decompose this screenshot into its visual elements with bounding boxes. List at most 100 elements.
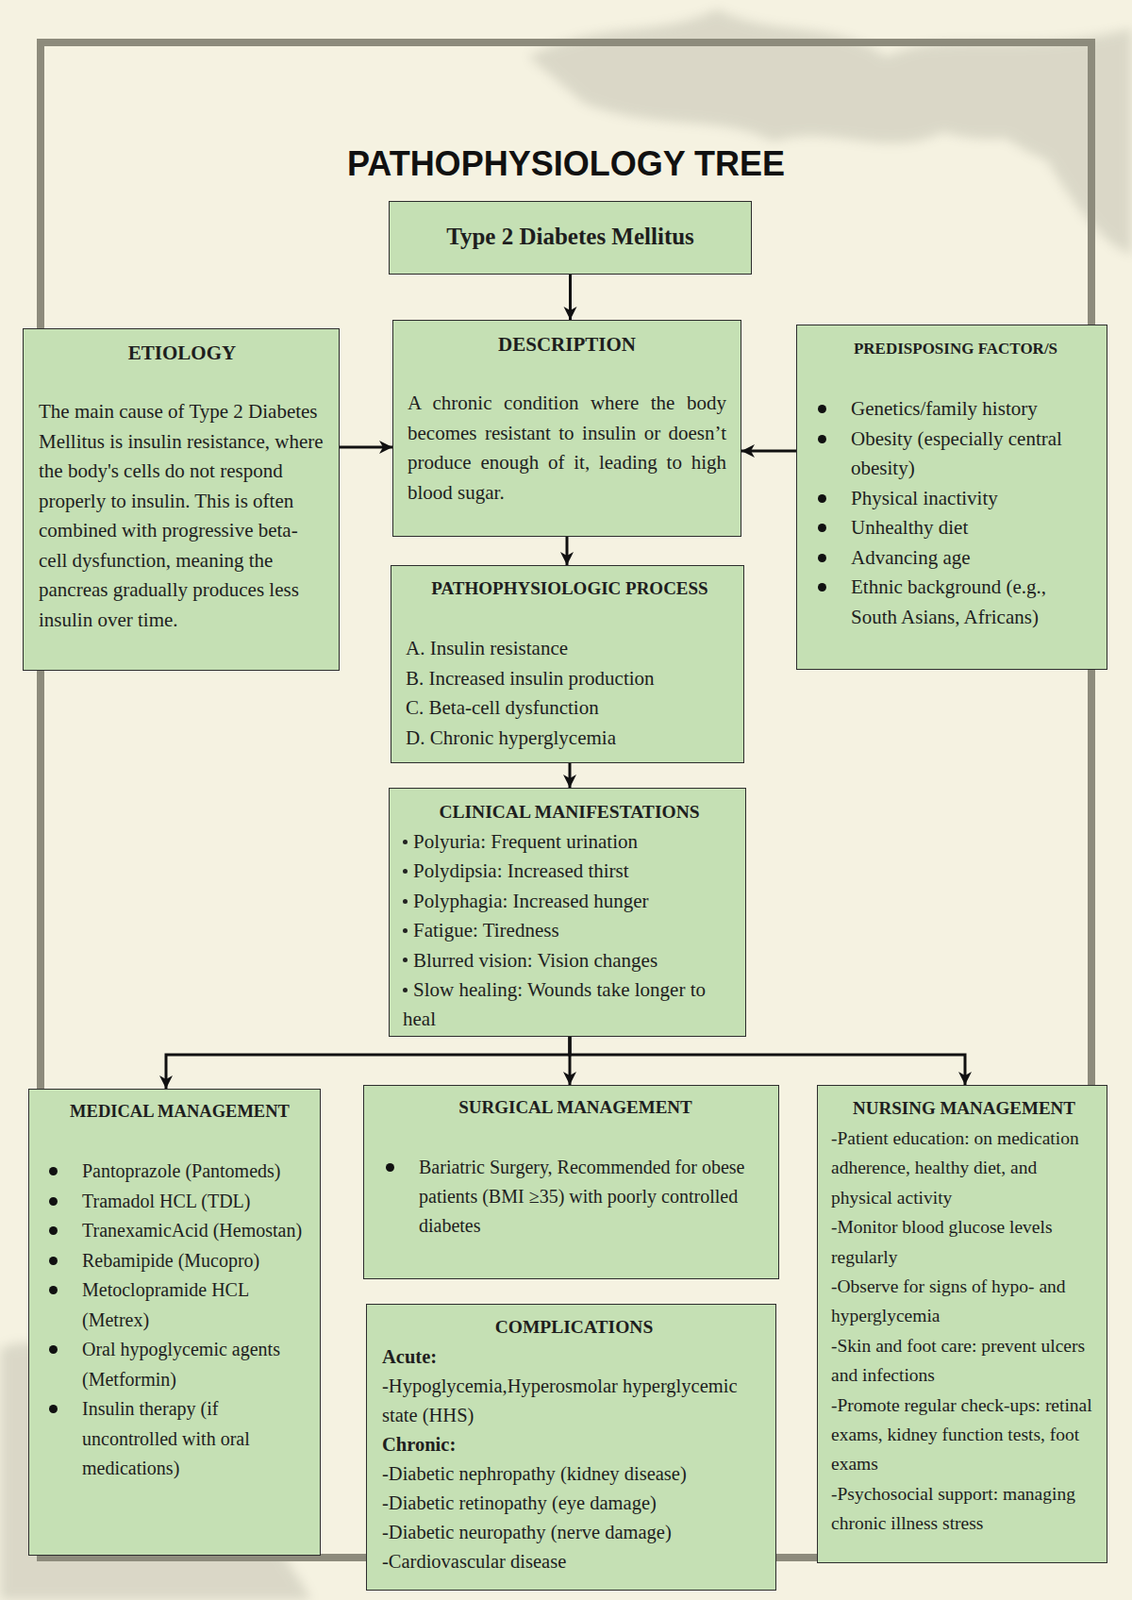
- bullet-dot: [49, 1404, 58, 1414]
- text-block: A chronic condition where the body becom…: [407, 388, 727, 508]
- list-item: Insulin therapy (if uncontrolled with or…: [82, 1394, 311, 1484]
- list-item: D. Chronic hyperglycemia: [405, 723, 734, 754]
- bullet-dot: [817, 434, 827, 444]
- connector-arrow: [166, 1036, 570, 1089]
- bullet-dot: [402, 928, 408, 933]
- list-row: Unhealthy diet: [817, 513, 1094, 544]
- node-body: -Promote regular check-ups: retinal exam…: [831, 1390, 1098, 1480]
- node-body: -Cardiovascular disease: [382, 1547, 766, 1577]
- connector-arrow: [339, 446, 393, 450]
- text-block: -Skin and foot care: prevent ulcers and …: [831, 1331, 1098, 1391]
- list-row: A. Insulin resistance: [405, 633, 734, 665]
- list-row: Polyphagia: Increased hunger: [402, 886, 736, 916]
- node-body: -Hypoglycemia,Hyperosmolar hyperglycemic…: [382, 1371, 766, 1431]
- section-label: Chronic:: [382, 1430, 766, 1460]
- process-box: PREDISPOSING FACTOR/S Genetics/family his…: [796, 324, 1108, 670]
- bullet-dot: [402, 868, 408, 874]
- list-row: D. Chronic hyperglycemia: [405, 723, 734, 754]
- text-block: -Observe for signs of hypo- and hypergly…: [831, 1271, 1098, 1332]
- list-item: A. Insulin resistance: [405, 633, 734, 665]
- list-row: Polyuria: Frequent urination: [402, 827, 736, 857]
- bullet-dot: [49, 1166, 58, 1176]
- node-heading: ETIOLOGY: [38, 338, 326, 367]
- bullet-dot: [49, 1197, 58, 1206]
- list-row: Oral hypoglycemic agents (Metformin): [49, 1334, 311, 1395]
- list-row: Chronic:: [382, 1430, 766, 1460]
- list-item: Ethnic background (e.g., South Asians, A…: [850, 572, 1094, 633]
- node-body: -Diabetic neuropathy (nerve damage): [382, 1517, 766, 1548]
- list-row: Bariatric Surgery, Recommended for obese…: [385, 1152, 766, 1241]
- list-item: Metoclopramide HCL (Metrex): [82, 1275, 311, 1335]
- node-body: -Observe for signs of hypo- and hypergly…: [831, 1271, 1098, 1332]
- text-block: -Psychosocial support: managing chronic …: [831, 1479, 1098, 1539]
- process-box: COMPLICATIONSAcute:-Hypoglycemia,Hyperos…: [366, 1303, 777, 1591]
- list-item: TranexamicAcid (Hemostan): [82, 1215, 311, 1247]
- node-body: The main cause of Type 2 Diabetes Mellit…: [38, 397, 326, 635]
- bullet-dot: [49, 1256, 58, 1266]
- connector-arrow: [568, 274, 572, 320]
- list-item: Slow healing: Wounds take longer to heal: [402, 978, 706, 1031]
- bullet-dot: [817, 523, 827, 533]
- list-item: Oral hypoglycemic agents (Metformin): [82, 1334, 311, 1395]
- connector-arrow: [741, 449, 797, 453]
- list-row: B. Increased insulin production: [405, 664, 734, 695]
- node-body: A chronic condition where the body becom…: [407, 388, 727, 508]
- list-row: Insulin therapy (if uncontrolled with or…: [49, 1394, 311, 1484]
- list-row: Rebamipide (Mucopro): [49, 1246, 311, 1277]
- list-row: Ethnic background (e.g., South Asians, A…: [817, 572, 1094, 633]
- connector-arrow: [568, 1036, 572, 1085]
- list-row: Blurred vision: Vision changes: [402, 946, 736, 976]
- list-row: C. Beta-cell dysfunction: [405, 693, 734, 724]
- list-row: Genetics/family history: [817, 394, 1094, 425]
- text-block: -Diabetic retinopathy (eye damage): [382, 1488, 766, 1518]
- bullet-dot: [49, 1285, 58, 1295]
- list-item: Unhealthy diet: [850, 513, 1094, 544]
- list-row: Slow healing: Wounds take longer to heal: [402, 975, 736, 1035]
- bullet-dot: [817, 404, 827, 414]
- list-item: B. Increased insulin production: [405, 664, 734, 695]
- list-row: Advancing age: [817, 543, 1094, 574]
- text-block: The main cause of Type 2 Diabetes Mellit…: [38, 397, 326, 635]
- list-row: Metoclopramide HCL (Metrex): [49, 1275, 311, 1335]
- list-item: Obesity (especially central obesity): [850, 424, 1094, 484]
- list-item: Polyphagia: Increased hunger: [413, 889, 650, 913]
- text-block: -Diabetic nephropathy (kidney disease): [382, 1459, 766, 1489]
- node-body: -Diabetic nephropathy (kidney disease): [382, 1459, 766, 1489]
- list-item: Pantoprazole (Pantomeds): [82, 1156, 311, 1187]
- text-block: -Promote regular check-ups: retinal exam…: [831, 1390, 1098, 1480]
- list-row: Pantoprazole (Pantomeds): [49, 1156, 311, 1187]
- node-heading: PATHOPHYSIOLOGIC PROCESS: [405, 574, 734, 603]
- text-block: -Diabetic neuropathy (nerve damage): [382, 1517, 766, 1548]
- list-item: Genetics/family history: [850, 394, 1094, 425]
- text-block: -Monitor blood glucose levels regularly: [831, 1212, 1098, 1272]
- bullet-dot: [817, 494, 827, 503]
- process-box: PATHOPHYSIOLOGIC PROCESS A. Insulin resis…: [390, 565, 745, 764]
- list-item: Rebamipide (Mucopro): [82, 1246, 311, 1277]
- node-heading: PREDISPOSING FACTOR/S: [817, 334, 1094, 364]
- node-body: -Patient education: on medication adhere…: [831, 1123, 1098, 1213]
- process-box: DESCRIPTIONA chronic condition where the…: [392, 319, 742, 537]
- bullet-dot: [817, 582, 827, 592]
- bullet-dot: [402, 898, 408, 904]
- list-row: Physical inactivity: [817, 483, 1094, 515]
- process-box: Type 2 Diabetes Mellitus: [388, 200, 752, 275]
- list-item: Tramadol HCL (TDL): [82, 1186, 311, 1217]
- bullet-dot: [385, 1163, 395, 1172]
- node-heading: COMPLICATIONS: [382, 1313, 766, 1342]
- connector-arrow: [566, 536, 569, 566]
- node-body: -Psychosocial support: managing chronic …: [831, 1479, 1098, 1539]
- list-item: Advancing age: [850, 543, 1094, 574]
- process-box: NURSING MANAGEMENT-Patient education: on…: [816, 1084, 1108, 1564]
- text-block: -Cardiovascular disease: [382, 1547, 766, 1577]
- list-item: Polydipsia: Increased thirst: [413, 859, 630, 883]
- process-box: ETIOLOGY The main cause of Type 2 Diabete…: [22, 328, 340, 671]
- list-row: Acute:: [382, 1342, 766, 1372]
- node-heading: SURGICAL MANAGEMENT: [385, 1093, 766, 1122]
- section-label: Acute:: [382, 1342, 766, 1372]
- node-body: -Monitor blood glucose levels regularly: [831, 1212, 1098, 1272]
- text-block: -Patient education: on medication adhere…: [831, 1123, 1098, 1213]
- node-heading: CLINICAL MANIFESTATIONS: [402, 798, 736, 827]
- list-item: Blurred vision: Vision changes: [413, 948, 658, 972]
- list-row: Obesity (especially central obesity): [817, 424, 1094, 484]
